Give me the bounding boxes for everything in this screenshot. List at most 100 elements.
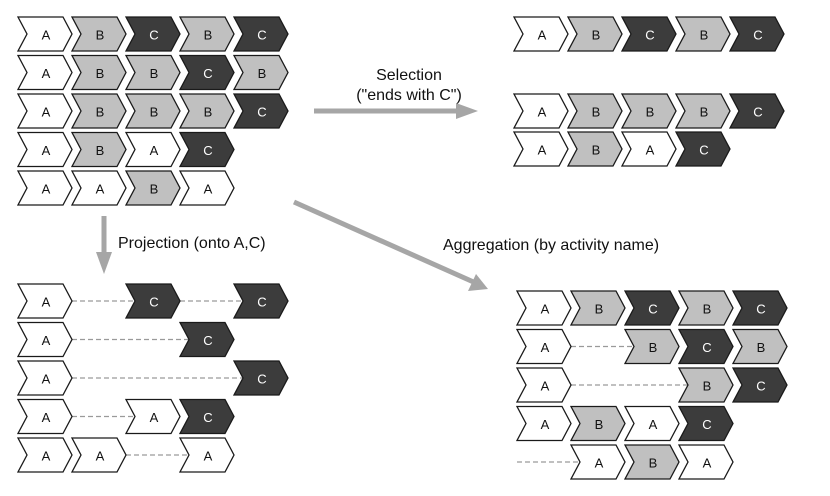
activity-c: C <box>178 131 235 168</box>
activity-shape <box>124 54 181 91</box>
activity-a: A <box>178 437 235 473</box>
activity-shape <box>623 328 680 365</box>
activity-shape <box>566 131 623 167</box>
activity-label: A <box>42 333 51 348</box>
activity-label: C <box>149 28 158 43</box>
activity-c: C <box>623 290 680 326</box>
activity-a: A <box>16 321 73 358</box>
activity-a: A <box>515 290 572 326</box>
activity-shape <box>16 360 73 396</box>
activity-label: A <box>42 105 51 120</box>
activity-a: A <box>16 54 73 91</box>
activity-b: B <box>566 16 623 52</box>
activity-shape <box>178 131 235 168</box>
activity-label: C <box>753 105 762 120</box>
activity-shape <box>569 444 626 480</box>
activity-label: B <box>757 340 766 355</box>
selection-arrow <box>314 103 478 119</box>
activity-shape <box>16 321 73 358</box>
activity-label: C <box>257 28 266 43</box>
activity-shape <box>677 290 734 326</box>
activity-a: A <box>70 170 127 206</box>
activity-label: A <box>96 449 105 464</box>
activity-shape <box>70 16 127 52</box>
activity-shape <box>232 16 289 52</box>
activity-label: A <box>42 449 51 464</box>
activity-b: B <box>70 54 127 91</box>
activity-shape <box>674 131 731 167</box>
activity-b: B <box>566 93 623 129</box>
activity-label: B <box>96 105 105 120</box>
activity-label: A <box>42 143 51 158</box>
activity-a: A <box>16 398 73 435</box>
activity-shape <box>124 283 181 319</box>
activity-shape <box>70 93 127 129</box>
activity-label: A <box>42 295 51 310</box>
aggregation-label: Aggregation (by activity name) <box>443 237 659 254</box>
activity-shape <box>677 367 734 403</box>
activity-label: B <box>700 28 709 43</box>
activity-shape <box>566 93 623 129</box>
activity-shape <box>16 93 73 129</box>
activity-shape <box>178 437 235 473</box>
activity-label: B <box>150 66 159 81</box>
activity-label: A <box>96 182 105 197</box>
activity-label: C <box>203 333 212 348</box>
activity-label: B <box>592 105 601 120</box>
activity-c: C <box>674 131 731 167</box>
activity-b: B <box>124 170 181 206</box>
activity-a: A <box>16 437 73 473</box>
activity-label: A <box>42 410 51 425</box>
activity-label: B <box>646 105 655 120</box>
activity-b: B <box>620 93 677 129</box>
activity-shape <box>515 405 572 442</box>
activity-label: B <box>96 143 105 158</box>
activity-label: B <box>592 28 601 43</box>
activity-label: C <box>753 28 762 43</box>
activity-shape <box>512 16 569 52</box>
activity-shape <box>620 16 677 52</box>
activity-shape <box>124 131 181 168</box>
activity-b: B <box>623 328 680 365</box>
activity-a: A <box>16 360 73 396</box>
activity-label: B <box>595 302 604 317</box>
activity-shape <box>178 16 235 52</box>
selection-label-line1: Selection <box>376 67 442 84</box>
activity-shape <box>569 405 626 442</box>
activity-a: A <box>677 444 734 480</box>
activity-shape <box>178 93 235 129</box>
activity-b: B <box>566 131 623 167</box>
activity-b: B <box>569 290 626 326</box>
activity-label: A <box>538 28 547 43</box>
activity-c: C <box>124 16 181 52</box>
activity-label: C <box>756 379 765 394</box>
activity-shape <box>178 321 235 358</box>
activity-shape <box>178 54 235 91</box>
activity-label: B <box>150 182 159 197</box>
activity-label: B <box>150 105 159 120</box>
activity-label: B <box>204 28 213 43</box>
activity-label: B <box>592 143 601 158</box>
activity-c: C <box>731 367 788 403</box>
activity-label: A <box>595 456 604 471</box>
activity-shape <box>16 398 73 435</box>
activity-label: A <box>204 182 213 197</box>
activity-b: B <box>124 54 181 91</box>
activity-shape <box>569 290 626 326</box>
activity-label: A <box>150 143 159 158</box>
activity-shape <box>728 93 785 129</box>
activity-a: A <box>620 131 677 167</box>
activity-label: A <box>150 410 159 425</box>
activity-shape <box>70 131 127 168</box>
